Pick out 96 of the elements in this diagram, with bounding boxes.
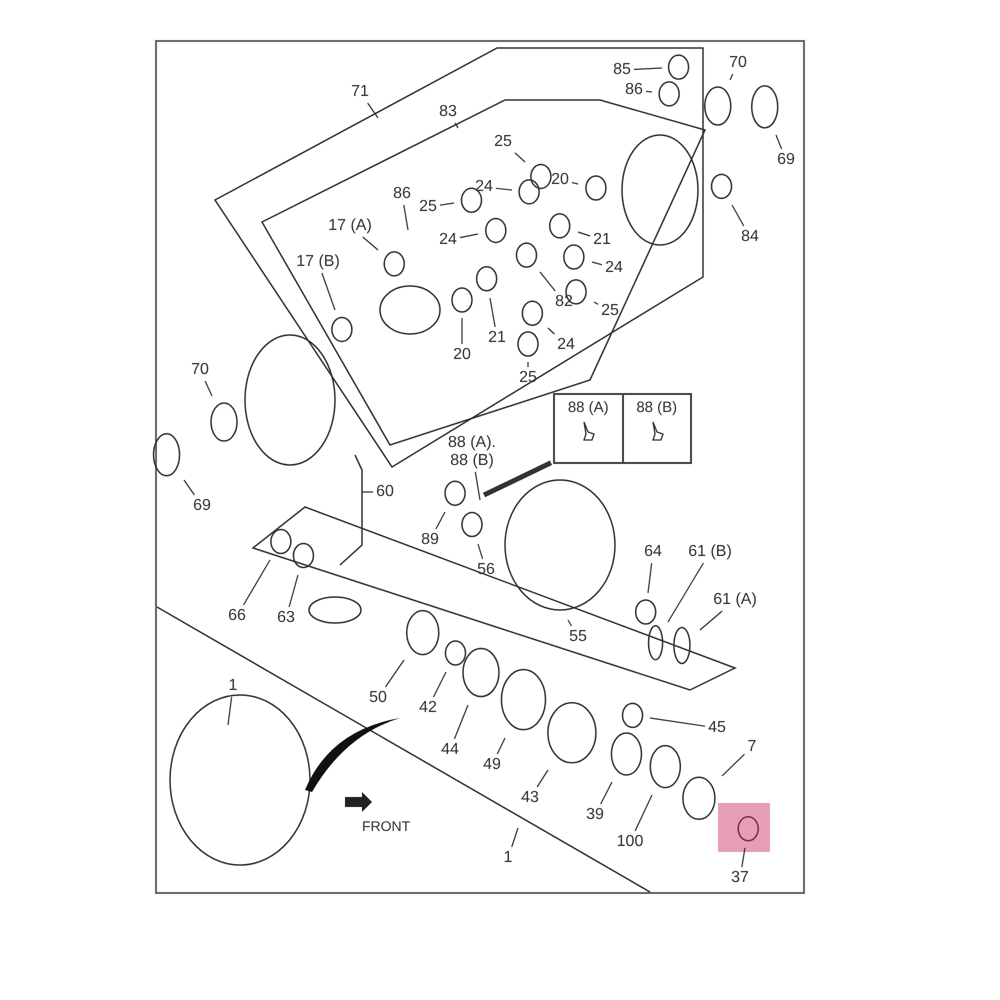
leader-line — [288, 574, 299, 608]
callout-number: 64 — [643, 543, 663, 561]
callout-number: 17 (B) — [295, 253, 341, 271]
callout-number: 45 — [707, 719, 727, 737]
leader-line — [496, 188, 512, 191]
callout-number: 1 — [228, 677, 238, 695]
leader-line — [432, 672, 447, 698]
leader-line — [592, 261, 602, 266]
leader-line — [440, 202, 454, 206]
leader-line — [729, 74, 734, 80]
leader-line — [204, 380, 213, 396]
leader-line — [461, 318, 463, 344]
callout-number: 88 (A) — [568, 399, 609, 416]
leader-line — [548, 328, 555, 334]
callout-number: 89 — [420, 531, 440, 549]
leader-line — [775, 134, 782, 150]
leader-line — [454, 704, 469, 740]
callout-number: 70 — [728, 54, 748, 72]
callout-number: 63 — [276, 609, 296, 627]
leader-line — [362, 236, 378, 250]
leader-line — [646, 90, 652, 93]
leader-line — [578, 231, 590, 237]
callout-number: 1 — [502, 849, 514, 867]
leader-line — [477, 544, 484, 560]
leader-line — [634, 794, 653, 832]
callout-number: 85 — [612, 61, 632, 79]
leader-line — [647, 562, 652, 594]
callout-number: 20 — [452, 346, 472, 364]
callout-number: 71 — [350, 83, 370, 101]
leader-line — [511, 828, 519, 848]
leader-line — [385, 660, 404, 688]
callout-number: 82 — [554, 293, 574, 311]
callout-number: 88 (A). 88 (B) — [440, 434, 504, 470]
leader-line — [435, 512, 446, 530]
callout-number: 42 — [418, 699, 438, 717]
callout-number: 69 — [192, 497, 212, 515]
leader-line — [514, 152, 526, 162]
leader-line — [731, 204, 744, 226]
leader-line — [741, 848, 746, 868]
callout-number: 86 — [624, 81, 644, 99]
callout-number: 24 — [556, 336, 576, 354]
callout-number: 83 — [438, 103, 458, 121]
callout-number: 61 (B) — [687, 543, 733, 561]
callout-number: 88 (B) — [636, 399, 678, 416]
callout-number: 60 — [375, 483, 395, 501]
leader-line — [634, 67, 662, 70]
leader-line — [321, 272, 336, 310]
leader-line — [536, 770, 548, 788]
callout-number: 7 — [746, 738, 758, 756]
callout-number: 61 (A) — [712, 591, 758, 609]
callout-number: 25 — [418, 198, 438, 216]
leader-line — [527, 362, 529, 367]
callout-number: 37 — [730, 869, 750, 887]
leader-line — [367, 102, 378, 118]
leader-line — [242, 560, 271, 606]
leader-line — [600, 782, 613, 804]
callout-number: 21 — [592, 231, 612, 249]
leader-line — [496, 738, 506, 754]
callout-number: 50 — [368, 689, 388, 707]
callout-number: 25 — [493, 133, 513, 151]
callout-number: 24 — [474, 178, 494, 196]
callout-number: 84 — [740, 228, 760, 246]
callout-number: 24 — [438, 231, 458, 249]
callout-number: 49 — [482, 756, 502, 774]
callout-number: 66 — [227, 607, 247, 625]
callout-number: 25 — [600, 302, 620, 320]
callout-number: 69 — [776, 151, 796, 169]
leader-line — [700, 610, 723, 630]
leader-line — [489, 298, 496, 328]
leader-line — [454, 122, 458, 128]
leader-line — [572, 182, 578, 185]
callout-number: 17 (A) — [327, 217, 373, 235]
callout-number: 20 — [550, 171, 570, 189]
leader-line — [650, 717, 706, 727]
leader-line — [184, 480, 195, 496]
inset-panel — [553, 393, 692, 464]
callout-number: 21 — [487, 329, 507, 347]
callout-number: 24 — [604, 259, 624, 277]
leader-line — [362, 491, 374, 493]
leader-line — [540, 272, 556, 292]
direction-label: FRONT — [362, 818, 410, 834]
leader-line — [567, 620, 572, 626]
leader-line — [460, 233, 478, 238]
callout-number: 43 — [520, 789, 540, 807]
leader-line — [474, 472, 481, 500]
callout-number: 39 — [585, 806, 605, 824]
leader-line — [403, 204, 409, 230]
callout-number: 70 — [190, 361, 210, 379]
callout-number: 100 — [616, 833, 644, 851]
leader-line — [667, 562, 704, 622]
callout-number: 55 — [568, 628, 588, 646]
callout-number: 86 — [392, 185, 412, 203]
leader-line — [722, 754, 745, 776]
leader-line — [227, 696, 232, 726]
callout-number: 44 — [440, 741, 460, 759]
leader-line — [594, 301, 598, 305]
